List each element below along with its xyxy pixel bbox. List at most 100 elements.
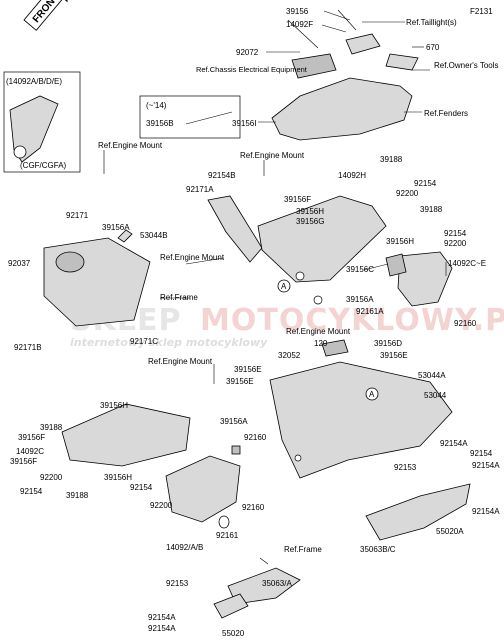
label-92154a-b: 92154A	[472, 461, 500, 470]
svg-text:A: A	[369, 390, 375, 399]
callout-a-2: A	[365, 387, 379, 401]
label-92200-b: 92200	[444, 239, 467, 248]
left-bracket-part	[207, 195, 263, 263]
label-39156h-a: 39156H	[296, 207, 324, 216]
labels: 39156 14092F Ref.Taillight(s) 92072 670 …	[8, 7, 500, 638]
label-39188-d: 39188	[66, 491, 89, 500]
ref-engine-mount-3: Ref.Engine Mount	[160, 253, 225, 262]
label-92154-b: 92154	[444, 229, 467, 238]
label-92154-c: 92154	[470, 449, 493, 458]
label-92154a-d: 92154A	[148, 613, 176, 622]
label-39188-a: 39188	[380, 155, 403, 164]
ref-taillight: Ref.Taillight(s)	[406, 18, 457, 27]
label-39188-c: 39188	[40, 423, 63, 432]
label-53044a: 53044A	[418, 371, 446, 380]
year-note-box: (~'14) 39156B	[139, 95, 241, 139]
label-14092ab: 14092/A/B	[166, 543, 203, 552]
label-55020: 55020	[222, 629, 245, 638]
label-55020a: 55020A	[436, 527, 464, 536]
main-frame-lower-part	[269, 361, 453, 479]
label-92161: 92161	[216, 531, 239, 540]
tool-kit-part	[385, 53, 419, 71]
electrical-box-part	[291, 53, 337, 79]
label-35063bc: 35063B/C	[360, 545, 396, 554]
right-bracket-part	[397, 251, 453, 307]
inset-cover-hole	[13, 145, 27, 159]
label-39156e-b: 39156E	[234, 365, 262, 374]
seat-rail-part	[257, 195, 387, 283]
label-92200-c: 92200	[40, 473, 63, 482]
label-39156a-b: 39156A	[346, 295, 374, 304]
label-92153-a: 92153	[394, 463, 417, 472]
ref-engine-mount-2: Ref.Engine Mount	[240, 151, 305, 160]
ref-engine-mount-5: Ref.Engine Mount	[148, 357, 213, 366]
label-39156f-b: 39156F	[18, 433, 45, 442]
label-39156f-a: 39156F	[284, 195, 311, 204]
label-92171b: 92171B	[14, 343, 42, 352]
label-14092h: 14092H	[338, 171, 366, 180]
ref-fenders: Ref.Fenders	[424, 109, 468, 118]
inset-footer: (CGF/CGFA)	[20, 161, 67, 170]
label-92154-d: 92154	[20, 487, 43, 496]
label-39188-b: 39188	[420, 205, 443, 214]
label-92072: 92072	[236, 48, 259, 57]
label-92200-d: 92200	[150, 501, 173, 510]
right-footrest-part	[365, 483, 471, 541]
label-120: 120	[314, 339, 328, 348]
diagram-code: F2131	[470, 7, 493, 16]
label-92154b: 92154B	[208, 171, 236, 180]
left-footrest-part	[213, 593, 249, 619]
ref-chassis: Ref.Chassis Electrical Equipment	[196, 65, 308, 74]
ref-frame-2: Ref.Frame	[284, 545, 322, 554]
label-32052: 32052	[278, 351, 301, 360]
label-92037: 92037	[8, 259, 31, 268]
part-32052	[321, 339, 349, 357]
ref-owners-tools: Ref.Owner's Tools	[434, 61, 499, 70]
callout-a-1: A	[277, 279, 291, 293]
label-92154a-a: 92154A	[440, 439, 468, 448]
subframe-section	[43, 195, 453, 327]
label-53044: 53044	[424, 391, 447, 400]
label-14092c-e: 14092C~E	[448, 259, 486, 268]
label-92161a: 92161A	[356, 307, 384, 316]
label-92160-b: 92160	[244, 433, 267, 442]
leader-lines	[103, 10, 447, 565]
label-14092c: 14092C	[16, 447, 44, 456]
label-39156d: 39156D	[374, 339, 402, 348]
left-frame-rail-part	[61, 403, 191, 467]
rear-fender-part	[271, 77, 413, 141]
label-92154a-e: 92154A	[148, 624, 176, 633]
inset-box: (14092A/B/D/E) (CGF/CGFA)	[3, 71, 81, 173]
label-92160-a: 92160	[454, 319, 477, 328]
label-39156i: 39156I	[232, 119, 256, 128]
label-39156f-c: 39156F	[10, 457, 37, 466]
taillight-bracket-part	[345, 33, 381, 55]
label-670: 670	[426, 43, 440, 52]
label-39156a-c: 39156A	[220, 417, 248, 426]
year-note: (~'14)	[146, 101, 167, 110]
watermark-text-b: MOTOCYKLOWY.PL	[200, 303, 504, 338]
front-label: FRONT	[31, 0, 62, 25]
label-92154-a: 92154	[414, 179, 437, 188]
side-cover-part	[165, 455, 241, 523]
label-39156-top: 39156	[286, 7, 309, 16]
ref-engine-mount-4: Ref.Engine Mount	[286, 327, 351, 336]
label-39156e-a: 39156E	[380, 351, 408, 360]
front-arrow-icon: FRONT	[23, 0, 68, 31]
label-39156h-b: 39156H	[386, 237, 414, 246]
label-39156c: 39156C	[346, 265, 374, 274]
label-39156h-d: 39156H	[104, 473, 132, 482]
watermark-subtitle: internetowy sklep motocyklowy	[70, 336, 268, 349]
label-39156g: 39156G	[296, 217, 324, 226]
label-92154-e: 92154	[130, 483, 153, 492]
steering-head-part	[55, 251, 85, 273]
label-53044b: 53044B	[140, 231, 168, 240]
label-39156a-a: 39156A	[102, 223, 130, 232]
ref-frame-1: Ref.Frame	[160, 293, 198, 302]
plate-39156c-part	[385, 253, 407, 277]
label-92160-c: 92160	[242, 503, 265, 512]
label-92153-b: 92153	[166, 579, 189, 588]
label-92154a-c: 92154A	[472, 507, 500, 516]
label-92171c: 92171C	[130, 337, 158, 346]
